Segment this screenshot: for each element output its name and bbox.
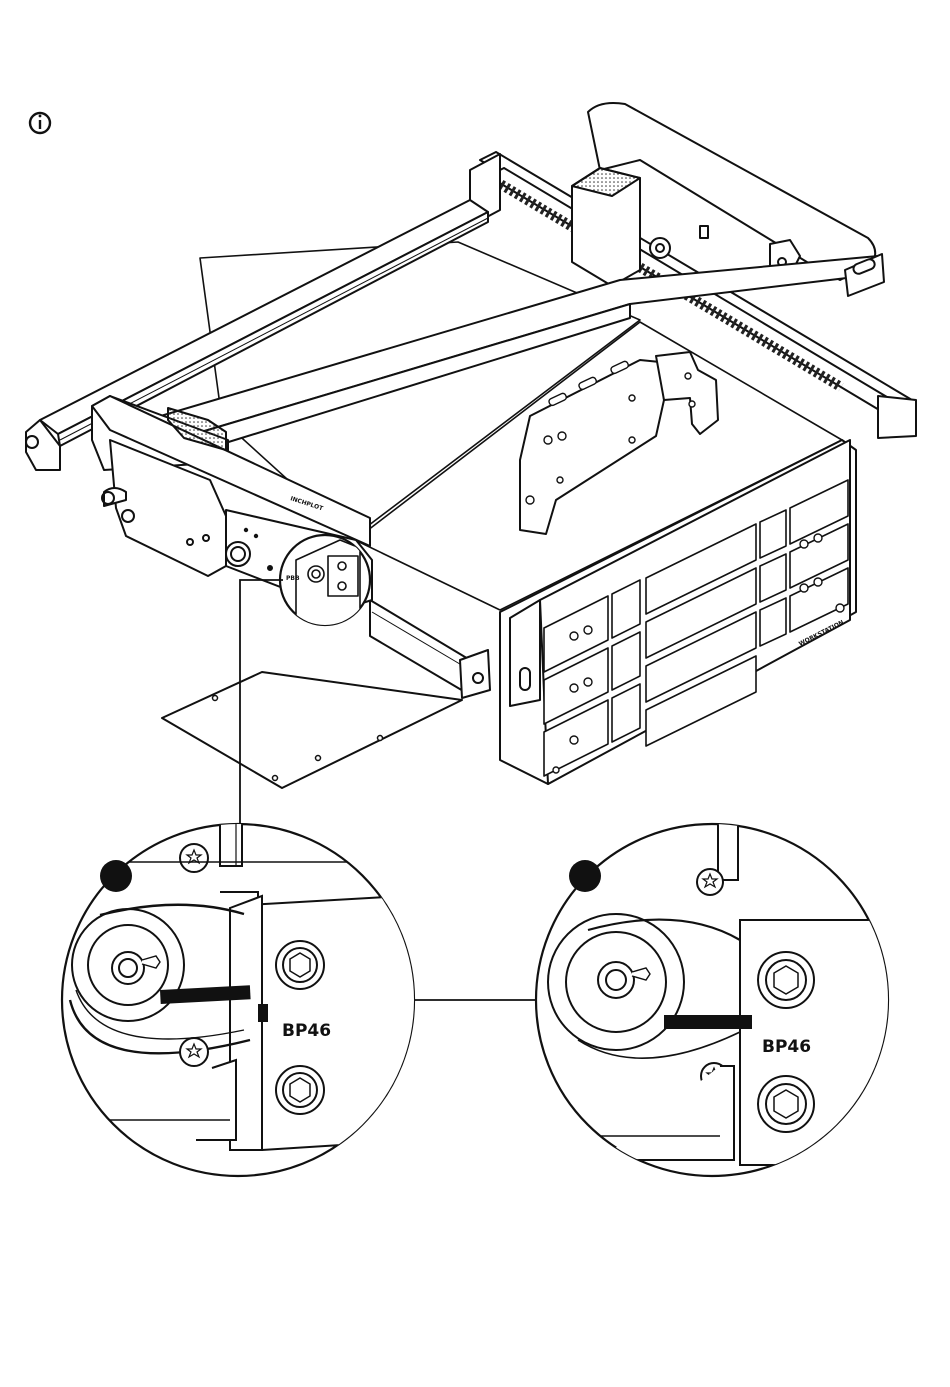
base-plate: [162, 672, 462, 788]
detail-right: BP46: [536, 820, 900, 1176]
zoom-callout-small: PBB: [280, 535, 370, 640]
step-marker-left: [100, 860, 132, 892]
right-rail: [370, 600, 490, 698]
info-icon[interactable]: [30, 113, 50, 133]
bp46-label-right: BP46: [762, 1037, 811, 1057]
step-marker-right: [569, 860, 601, 892]
bp46-label-left: BP46: [282, 1021, 331, 1041]
laser-machine: INCHPLOT: [26, 103, 916, 788]
laser-module: [572, 103, 875, 286]
detail-left: BP46: [62, 820, 420, 1176]
port-label: PBB: [286, 575, 300, 582]
